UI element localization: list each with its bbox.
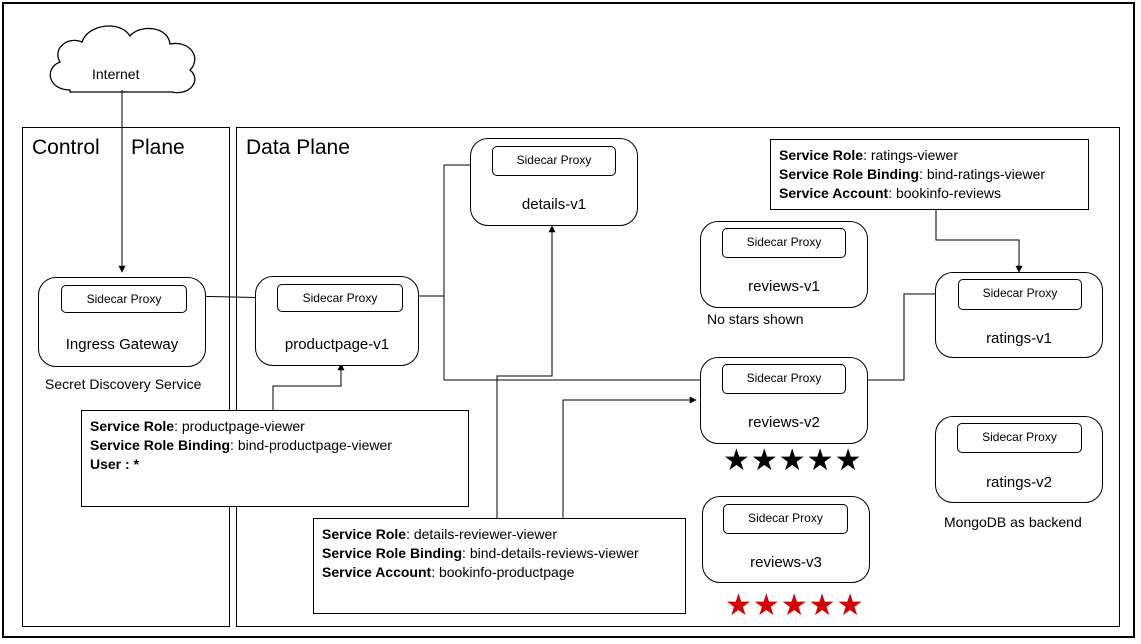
policy-value: * — [133, 456, 140, 472]
reviews-v2-label: reviews-v2 — [748, 414, 820, 431]
control-plane-panel — [22, 127, 230, 627]
policy-sep: : — [919, 166, 927, 182]
policy-value: bookinfo-reviews — [895, 185, 1002, 201]
productpage-v1-label: productpage-v1 — [284, 336, 390, 353]
productpage-policy-box: Service Role: productpage-viewer Service… — [81, 410, 469, 507]
policy-sep: : — [230, 437, 238, 453]
policy-row: Service Role: productpage-viewer — [90, 417, 460, 436]
ingress-sidecar-proxy[interactable]: Sidecar Proxy — [61, 285, 187, 313]
internet-label: Internet — [92, 66, 140, 82]
reviews-v3-red-stars: ★★★★★ — [725, 589, 865, 622]
policy-row: Service Role: ratings-viewer — [779, 146, 1080, 165]
policy-value: bind-productpage-viewer — [237, 437, 392, 453]
policy-row: Service Role Binding: bind-ratings-viewe… — [779, 165, 1080, 184]
no-stars-caption: No stars shown — [707, 311, 804, 327]
policy-sep: : — [431, 564, 439, 580]
control-plane-title-right: Plane — [131, 136, 185, 159]
policy-row: Service Account: bookinfo-productpage — [322, 563, 677, 582]
internet-cloud-icon — [49, 25, 196, 94]
policy-value: bind-details-reviews-viewer — [469, 545, 639, 561]
policy-key: Service Role — [779, 147, 864, 163]
control-plane-title-left: Control — [32, 136, 100, 159]
productpage-sidecar-proxy[interactable]: Sidecar Proxy — [277, 284, 403, 312]
policy-value: details-reviewer-viewer — [413, 526, 557, 542]
data-plane-title: Data Plane — [246, 136, 350, 159]
policy-key: Service Role Binding — [90, 437, 231, 453]
reviews-v3-label: reviews-v3 — [750, 554, 822, 571]
policy-sep: : — [863, 147, 871, 163]
policy-key: Service Role — [322, 526, 407, 542]
policy-sep: : — [888, 185, 896, 201]
reviews-v2-sidecar-proxy[interactable]: Sidecar Proxy — [722, 364, 846, 394]
policy-row: Service Role Binding: bind-details-revie… — [322, 544, 677, 563]
policy-key: Service Role Binding — [322, 545, 463, 561]
ingress-gateway-label: Ingress Gateway — [65, 336, 179, 353]
reviews-v3-sidecar-proxy[interactable]: Sidecar Proxy — [723, 504, 848, 534]
policy-key: Service Role Binding — [779, 166, 920, 182]
policy-key: Service Account — [322, 564, 432, 580]
policy-sep: : — [462, 545, 470, 561]
policy-sep: : — [406, 526, 414, 542]
policy-row: Service Role Binding: bind-productpage-v… — [90, 436, 460, 455]
policy-sep: : — [121, 456, 134, 472]
ratings-v2-label: ratings-v2 — [986, 474, 1052, 491]
secret-discovery-caption: Secret Discovery Service — [45, 376, 202, 392]
policy-value: bookinfo-productpage — [438, 564, 575, 580]
policy-key: Service Account — [779, 185, 889, 201]
ratings-v1-label: ratings-v1 — [986, 330, 1052, 347]
reviews-v1-sidecar-proxy[interactable]: Sidecar Proxy — [722, 228, 846, 258]
policy-row: Service Role: details-reviewer-viewer — [322, 525, 677, 544]
details-policy-box: Service Role: details-reviewer-viewer Se… — [313, 518, 686, 614]
details-v1-label: details-v1 — [521, 196, 587, 213]
policy-value: productpage-viewer — [181, 418, 305, 434]
policy-row: Service Account: bookinfo-reviews — [779, 184, 1080, 203]
mongodb-caption: MongoDB as backend — [944, 514, 1082, 530]
policy-value: bind-ratings-viewer — [926, 166, 1046, 182]
reviews-v1-label: reviews-v1 — [748, 278, 820, 295]
policy-key: User — [90, 456, 122, 472]
data-plane-panel — [236, 127, 1120, 627]
policy-row: User : * — [90, 455, 460, 474]
policy-key: Service Role — [90, 418, 175, 434]
details-sidecar-proxy[interactable]: Sidecar Proxy — [492, 146, 616, 176]
ratings-policy-box: Service Role: ratings-viewer Service Rol… — [770, 139, 1089, 210]
policy-sep: : — [174, 418, 182, 434]
reviews-v2-black-stars: ★★★★★ — [723, 444, 863, 477]
ratings-v2-sidecar-proxy[interactable]: Sidecar Proxy — [957, 423, 1082, 453]
ratings-v1-sidecar-proxy[interactable]: Sidecar Proxy — [958, 279, 1082, 310]
policy-value: ratings-viewer — [870, 147, 958, 163]
